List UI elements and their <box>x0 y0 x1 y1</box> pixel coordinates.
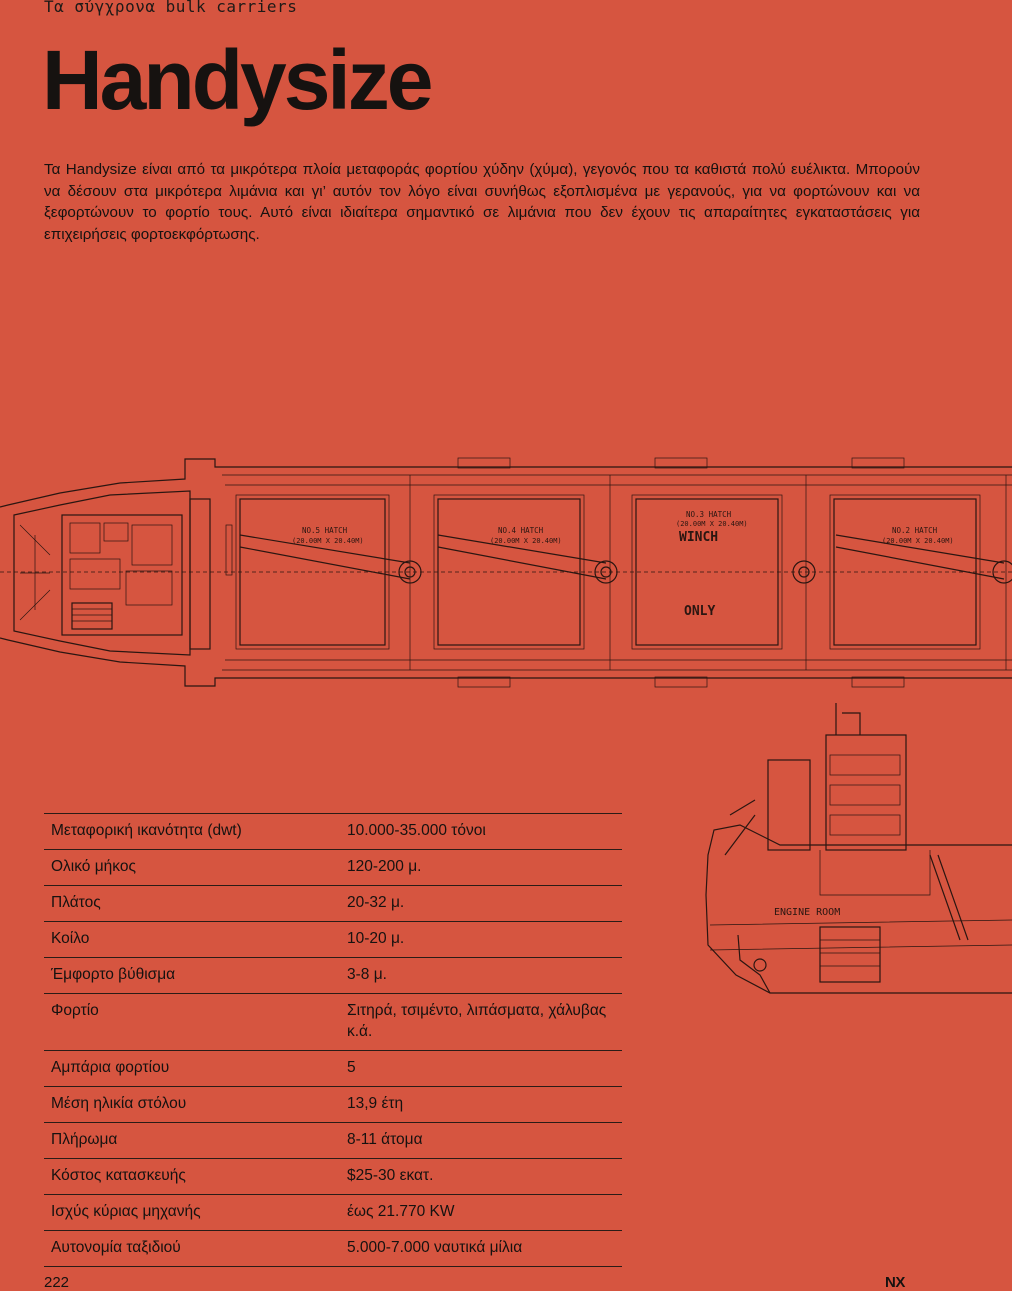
spec-row: Μεταφορική ικανότητα (dwt) 10.000-35.000… <box>44 813 622 850</box>
engine-room-label: ENGINE ROOM <box>774 907 840 918</box>
spec-value: 20-32 μ. <box>340 885 622 922</box>
only-label: ONLY <box>684 604 715 619</box>
hatch-3-label: NO.3 HATCH <box>686 510 732 519</box>
deck-plan-drawing: NO.5 HATCH (20.00M X 20.40M) NO.4 HATCH … <box>0 457 1012 688</box>
spec-value: 10-20 μ. <box>340 921 622 958</box>
spec-label: Φορτίο <box>44 993 340 1051</box>
page-number: 222 <box>44 1274 70 1291</box>
cargo-hatches <box>235 475 1007 670</box>
side-profile-drawing: ENGINE ROOM <box>705 703 1012 994</box>
spec-value: 3-8 μ. <box>340 957 622 994</box>
hull-outline <box>0 457 1012 688</box>
spec-label: Κόστος κατασκευής <box>44 1158 340 1195</box>
hatch-3-size: (20.00M X 20.40M) <box>676 520 748 528</box>
intro-paragraph: Τα Handysize είναι από τα μικρότερα πλοί… <box>44 161 920 243</box>
hatch-2-size: (20.00M X 20.40M) <box>882 537 954 545</box>
hatch-4-size: (20.00M X 20.40M) <box>490 537 562 545</box>
specs-table: Μεταφορική ικανότητα (dwt) 10.000-35.000… <box>44 813 622 1267</box>
winch-label: WINCH <box>679 530 718 545</box>
spec-value: 8-11 άτομα <box>340 1122 622 1159</box>
hatch-4-label: NO.4 HATCH <box>498 526 544 535</box>
spec-label: Ισχύς κύριας μηχανής <box>44 1194 340 1231</box>
spec-label: Ολικό μήκος <box>44 849 340 886</box>
spec-value: $25-30 εκατ. <box>340 1158 622 1195</box>
hatch-5-size: (20.00M X 20.40M) <box>292 537 364 545</box>
spec-label: Κοίλο <box>44 921 340 958</box>
brand-mark: NX <box>885 1274 905 1291</box>
hatch-5-label: NO.5 HATCH <box>302 526 348 535</box>
accommodation-block <box>19 498 233 650</box>
section-kicker: Τα σύγχρονα bulk carriers <box>44 0 298 16</box>
spec-label: Πλήρωμα <box>44 1122 340 1159</box>
deck-cranes <box>239 534 1012 584</box>
spec-value: 10.000-35.000 τόνοι <box>340 813 622 850</box>
superstructure <box>724 703 969 941</box>
spec-label: Πλάτος <box>44 885 340 922</box>
spec-value: 5 <box>340 1050 622 1087</box>
spec-row: Κόστος κατασκευής$25-30 εκατ. <box>44 1158 622 1195</box>
spec-label: Αυτονομία ταξιδιού <box>44 1230 340 1267</box>
spec-label: Αμπάρια φορτίου <box>44 1050 340 1087</box>
spec-value: έως 21.770 KW <box>340 1194 622 1231</box>
page-title: Handysize <box>42 33 433 127</box>
hatch-2-label: NO.2 HATCH <box>892 526 938 535</box>
spec-label: Μέση ηλικία στόλου <box>44 1086 340 1123</box>
spec-value: 120-200 μ. <box>340 849 622 886</box>
engine-block <box>753 926 881 983</box>
spec-value: Σιτηρά, τσιμέντο, λιπάσματα, χάλυβας κ.ά… <box>340 993 622 1051</box>
spec-label: Μεταφορική ικανότητα (dwt) <box>44 813 340 850</box>
spec-value: 13,9 έτη <box>340 1086 622 1123</box>
hull-profile <box>705 824 1012 994</box>
spec-value: 5.000-7.000 ναυτικά μίλια <box>340 1230 622 1267</box>
spec-label: Έμφορτο βύθισμα <box>44 957 340 994</box>
